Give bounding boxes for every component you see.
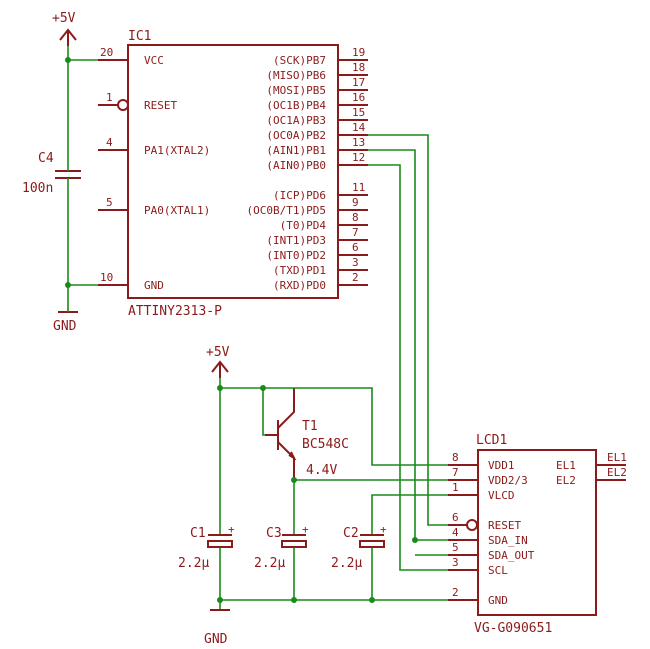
c2-name: C2 [343, 526, 359, 541]
lcd1-pin-name-scl: SCL [488, 564, 508, 577]
ic1-pin-num-pb0: 12 [352, 151, 365, 164]
lcd1-module: LCD1 VG-G090651 8 VDD1 7 VDD2/3 1 VLCD 6… [448, 433, 627, 636]
ic1-pin-num-vcc: 20 [100, 46, 113, 59]
lcd1-pin-num-sda-in: 4 [452, 526, 459, 539]
ic1-pin-name-gnd: GND [144, 279, 164, 292]
capacitor-c4: C4 100n [22, 151, 81, 196]
vcc-label-mid: +5V [206, 345, 230, 360]
ic1-name: IC1 [128, 29, 151, 44]
ic1-pin-num-pb6: 18 [352, 61, 365, 74]
ic1-part: ATTINY2313-P [128, 304, 222, 319]
ic1-pin-name-pa1: PA1(XTAL2) [144, 144, 210, 157]
lcd1-pin-num-gnd: 2 [452, 586, 459, 599]
ic1-pin-num-pb1: 13 [352, 136, 365, 149]
ic1-right-pins: 19 (SCK)PB7 18 (MISO)PB6 17 (MOSI)PB5 16… [247, 46, 368, 292]
ic1-pin-num-pd5: 9 [352, 196, 359, 209]
ic1-attiny2313: IC1 ATTINY2313-P 20 VCC 1 RESET 4 PA1(XT… [98, 29, 368, 319]
ic1-pin-num-pd0: 2 [352, 271, 359, 284]
c1-value: 2.2µ [178, 556, 209, 571]
svg-text:+: + [228, 523, 235, 536]
lcd1-pin-name-el1: EL1 [556, 459, 576, 472]
ic1-pin-name-pd1: (TXD)PD1 [273, 264, 326, 277]
ic1-pin-num-gnd: 10 [100, 271, 113, 284]
ic1-pin-name-pb2: (OC0A)PB2 [266, 129, 326, 142]
lcd1-pin-num-scl: 3 [452, 556, 459, 569]
lcd1-pin-num-reset: 6 [452, 511, 459, 524]
ic1-pin-num-pb3: 15 [352, 106, 365, 119]
gnd-label-bottom: GND [204, 632, 228, 647]
ic1-pin-name-pd2: (INT0)PD2 [266, 249, 326, 262]
ic1-pin-name-reset: RESET [144, 99, 177, 112]
ic1-pin-num-pd4: 8 [352, 211, 359, 224]
ic1-pin-num-pb7: 19 [352, 46, 365, 59]
c3-name: C3 [266, 526, 282, 541]
lcd1-pin-name-el2: EL2 [556, 474, 576, 487]
gnd-symbol-top: GND [53, 311, 78, 334]
lcd1-part: VG-G090651 [474, 621, 552, 636]
capacitor-c2: + C2 2.2µ [331, 523, 387, 571]
lcd1-pin-num-vdd1: 8 [452, 451, 459, 464]
vcc-symbol-mid: +5V [206, 345, 230, 378]
ic1-pin-num-pb2: 14 [352, 121, 366, 134]
ic1-pin-name-pb1: (AIN1)PB1 [266, 144, 326, 157]
ic1-pin-num-pd6: 11 [352, 181, 365, 194]
c4-name: C4 [38, 151, 54, 166]
lcd1-pin-num-vdd23: 7 [452, 466, 459, 479]
ic1-pin-num-pd2: 6 [352, 241, 359, 254]
svg-text:+: + [380, 523, 387, 536]
lcd1-net-el2: EL2 [607, 466, 627, 479]
ic1-pin-num-pa1: 4 [106, 136, 113, 149]
t1-part: BC548C [302, 437, 349, 452]
gnd-label-top: GND [53, 319, 77, 334]
vcc-label-top: +5V [52, 11, 76, 26]
gnd-symbol-bottom: GND [204, 609, 230, 647]
ic1-pin-name-pd5: (OC0B/T1)PD5 [247, 204, 326, 217]
lcd1-pin-name-reset: RESET [488, 519, 521, 532]
ic1-pin-name-pa0: PA0(XTAL1) [144, 204, 210, 217]
ic1-pin-name-pd0: (RXD)PD0 [273, 279, 326, 292]
ic1-pin-num-pb4: 16 [352, 91, 365, 104]
vcc-symbol-top: +5V [52, 11, 77, 46]
ic1-pin-name-pd6: (ICP)PD6 [273, 189, 326, 202]
c3-value: 2.2µ [254, 556, 285, 571]
capacitor-c1: + C1 2.2µ [178, 523, 235, 571]
ic1-pin-name-pb5: (MOSI)PB5 [266, 84, 326, 97]
lcd1-pin-name-sda-in: SDA_IN [488, 534, 528, 547]
lcd1-net-el1: EL1 [607, 451, 627, 464]
ic1-pin-name-pd4: (T0)PD4 [280, 219, 327, 232]
lcd1-pin-name-gnd: GND [488, 594, 508, 607]
lcd1-name: LCD1 [476, 433, 507, 448]
transistor-t1: T1 BC548C [265, 388, 349, 480]
ic1-pin-name-pb3: (OC1A)PB3 [266, 114, 326, 127]
ic1-pin-name-pd3: (INT1)PD3 [266, 234, 326, 247]
ic1-pin-num-reset: 1 [106, 91, 113, 104]
lcd1-pin-name-vlcd: VLCD [488, 489, 515, 502]
lcd1-pin-name-sda-out: SDA_OUT [488, 549, 535, 562]
lcd1-pin-name-vdd1: VDD1 [488, 459, 515, 472]
c1-name: C1 [190, 526, 206, 541]
svg-text:+: + [302, 523, 309, 536]
t1-name: T1 [302, 419, 318, 434]
net-4v4-label: 4.4V [306, 463, 337, 478]
wires-left-supply [65, 46, 98, 312]
c4-value: 100n [22, 181, 53, 196]
capacitor-c3: + C3 2.2µ [254, 523, 309, 571]
ic1-pin-num-pa0: 5 [106, 196, 113, 209]
ic1-pin-name-vcc: VCC [144, 54, 164, 67]
ic1-pin-name-pb7: (SCK)PB7 [273, 54, 326, 67]
ic1-pin-name-pb0: (AIN0)PB0 [266, 159, 326, 172]
ic1-pin-name-pb6: (MISO)PB6 [266, 69, 326, 82]
lcd1-pin-num-sda-out: 5 [452, 541, 459, 554]
lcd1-pin-num-vlcd: 1 [452, 481, 459, 494]
wires-signal [368, 134, 448, 571]
c2-value: 2.2µ [331, 556, 362, 571]
ic1-pin-num-pd3: 7 [352, 226, 359, 239]
ic1-pin-name-pb4: (OC1B)PB4 [266, 99, 326, 112]
lcd1-pin-name-vdd23: VDD2/3 [488, 474, 528, 487]
ic1-pin-num-pd1: 3 [352, 256, 359, 269]
ic1-pin-num-pb5: 17 [352, 76, 365, 89]
wires-supply: 4.4V [217, 378, 448, 610]
